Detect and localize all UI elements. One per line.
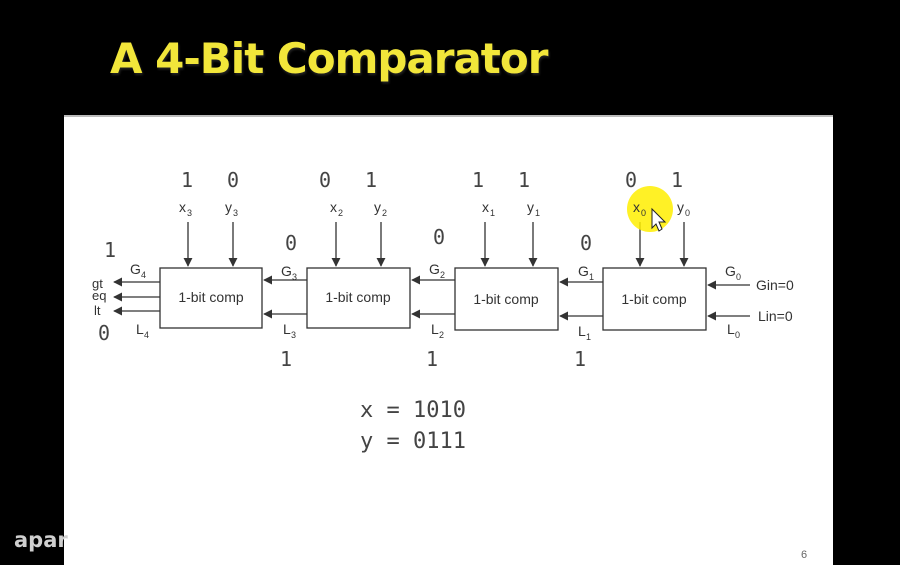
- svg-text:2: 2: [338, 208, 343, 218]
- g3-value: 0: [285, 231, 297, 255]
- lin-label: Lin=0: [758, 308, 793, 324]
- l3-value: 1: [280, 347, 292, 371]
- watermark: apar: [14, 528, 68, 552]
- svg-text:1: 1: [589, 272, 594, 282]
- x1-bit-value: 1: [472, 168, 484, 192]
- comparator-block-1: 1-bit comp: [454, 267, 559, 331]
- svg-text:y: y: [677, 199, 684, 215]
- svg-text:x: x: [179, 199, 186, 215]
- slide-content-area: [64, 115, 833, 565]
- svg-text:y: y: [527, 199, 534, 215]
- svg-text:G: G: [578, 263, 589, 279]
- svg-text:G: G: [130, 261, 141, 277]
- svg-text:0: 0: [735, 330, 740, 340]
- svg-text:0: 0: [641, 208, 646, 218]
- svg-text:2: 2: [440, 270, 445, 280]
- svg-text:3: 3: [291, 330, 296, 340]
- y3-bit-value: 0: [227, 168, 239, 192]
- svg-text:0: 0: [736, 272, 741, 282]
- svg-text:L: L: [727, 321, 735, 337]
- x-equation: x = 1010: [360, 398, 466, 423]
- svg-text:G: G: [429, 261, 440, 277]
- svg-text:L: L: [578, 323, 586, 339]
- svg-text:2: 2: [439, 330, 444, 340]
- l1-value: 1: [574, 347, 586, 371]
- block-label: 1-bit comp: [178, 289, 244, 305]
- svg-text:G: G: [281, 263, 292, 279]
- slide-title: A 4-Bit Comparator: [110, 34, 548, 83]
- gin-label: Gin=0: [756, 277, 794, 293]
- svg-text:L: L: [431, 321, 439, 337]
- g2-value: 0: [433, 225, 445, 249]
- x0-bit-value: 0: [625, 168, 637, 192]
- block-label: 1-bit comp: [621, 291, 687, 307]
- x2-bit-value: 0: [319, 168, 331, 192]
- svg-text:y: y: [374, 199, 381, 215]
- comparator-block-3: 1-bit comp: [159, 267, 263, 329]
- svg-text:4: 4: [144, 330, 149, 340]
- l4-value: 0: [98, 321, 110, 345]
- eq-label: eq: [92, 288, 106, 303]
- y2-bit-value: 1: [365, 168, 377, 192]
- mouse-cursor-icon: [651, 207, 667, 232]
- svg-text:L: L: [283, 321, 291, 337]
- lt-label: lt: [94, 303, 101, 318]
- svg-text:1: 1: [490, 208, 495, 218]
- gt-label: gt: [92, 276, 103, 291]
- block-label: 1-bit comp: [473, 291, 539, 307]
- y-equation: y = 0111: [360, 429, 466, 454]
- svg-text:2: 2: [382, 208, 387, 218]
- comparator-block-2: 1-bit comp: [306, 267, 411, 329]
- y1-bit-value: 1: [518, 168, 530, 192]
- block-label: 1-bit comp: [325, 289, 391, 305]
- g1-value: 0: [580, 231, 592, 255]
- svg-text:1: 1: [586, 332, 591, 342]
- svg-text:3: 3: [233, 208, 238, 218]
- page-number: 6: [801, 549, 808, 561]
- svg-text:x: x: [482, 199, 489, 215]
- svg-text:x: x: [633, 199, 640, 215]
- svg-text:4: 4: [141, 270, 146, 280]
- l2-value: 1: [426, 347, 438, 371]
- svg-text:x: x: [330, 199, 337, 215]
- svg-text:G: G: [725, 263, 736, 279]
- x3-bit-value: 1: [181, 168, 193, 192]
- g4-value: 1: [104, 238, 116, 262]
- svg-text:0: 0: [685, 208, 690, 218]
- svg-text:L: L: [136, 321, 144, 337]
- svg-text:y: y: [225, 199, 232, 215]
- svg-text:3: 3: [187, 208, 192, 218]
- comparator-block-0: 1-bit comp: [602, 267, 707, 331]
- svg-text:3: 3: [292, 272, 297, 282]
- svg-text:1: 1: [535, 208, 540, 218]
- y0-bit-value: 1: [671, 168, 683, 192]
